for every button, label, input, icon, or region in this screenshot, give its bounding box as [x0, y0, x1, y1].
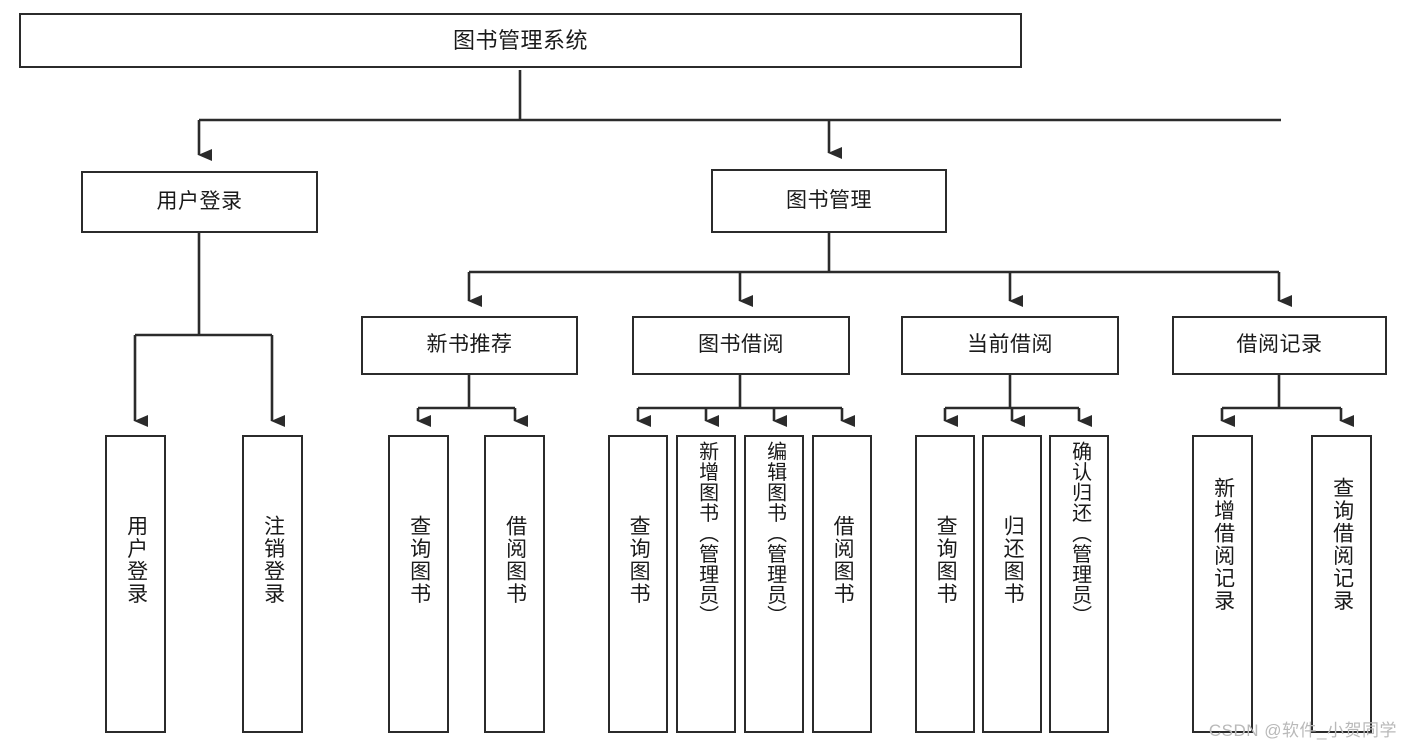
node-user-login[interactable]: 用户登录	[81, 171, 318, 233]
node-borrow-record-label: 借阅记录	[1236, 333, 1323, 357]
node-root-label: 图书管理系统	[452, 27, 588, 53]
node-leaf-recommend-borrow-book-label: 借阅图书	[503, 515, 527, 605]
node-leaf-borrow-borrow-book[interactable]: 借阅图书	[812, 435, 872, 733]
node-leaf-recommend-query-book-label: 查询图书	[407, 515, 431, 605]
node-book-borrow[interactable]: 图书借阅	[632, 316, 850, 375]
node-leaf-borrow-add-book[interactable]: 新增图书（管理员）	[676, 435, 736, 733]
node-leaf-record-search[interactable]: 查询借阅记录	[1311, 435, 1372, 733]
node-leaf-borrow-add-book-label: 新增图书（管理员）	[695, 441, 718, 626]
node-new-book-recommend-label: 新书推荐	[426, 333, 513, 357]
node-leaf-current-query-book[interactable]: 查询图书	[915, 435, 975, 733]
node-book-manage-label: 图书管理	[786, 188, 872, 212]
node-leaf-user-logout-label: 注销登录	[261, 515, 285, 605]
node-leaf-recommend-query-book[interactable]: 查询图书	[388, 435, 449, 733]
node-leaf-borrow-edit-book[interactable]: 编辑图书（管理员）	[744, 435, 804, 733]
node-leaf-user-logout[interactable]: 注销登录	[242, 435, 303, 733]
node-leaf-current-return-book-label: 归还图书	[1001, 515, 1025, 605]
node-book-borrow-label: 图书借阅	[698, 333, 784, 357]
node-leaf-user-login[interactable]: 用户登录	[105, 435, 166, 733]
node-leaf-borrow-edit-book-label: 编辑图书（管理员）	[763, 441, 786, 626]
node-new-book-recommend[interactable]: 新书推荐	[361, 316, 578, 375]
node-leaf-current-confirm-return-label: 确认归还（管理员）	[1068, 441, 1091, 626]
node-leaf-borrow-query-book-label: 查询图书	[627, 515, 651, 605]
node-leaf-current-confirm-return[interactable]: 确认归还（管理员）	[1049, 435, 1109, 733]
node-leaf-record-add-label: 新增借阅记录	[1211, 477, 1235, 612]
node-book-manage[interactable]: 图书管理	[711, 169, 947, 233]
node-leaf-record-add[interactable]: 新增借阅记录	[1192, 435, 1253, 733]
node-leaf-record-search-label: 查询借阅记录	[1330, 477, 1354, 612]
node-leaf-user-login-label: 用户登录	[124, 515, 148, 605]
node-leaf-recommend-borrow-book[interactable]: 借阅图书	[484, 435, 545, 733]
node-leaf-borrow-borrow-book-label: 借阅图书	[831, 515, 855, 605]
node-current-borrow[interactable]: 当前借阅	[901, 316, 1119, 375]
node-leaf-current-return-book[interactable]: 归还图书	[982, 435, 1042, 733]
node-root[interactable]: 图书管理系统	[19, 13, 1022, 68]
watermark-text: CSDN @软件_小贺同学	[1208, 721, 1397, 740]
node-current-borrow-label: 当前借阅	[967, 333, 1053, 357]
node-borrow-record[interactable]: 借阅记录	[1172, 316, 1387, 375]
node-user-login-label: 用户登录	[156, 189, 243, 213]
node-leaf-borrow-query-book[interactable]: 查询图书	[608, 435, 668, 733]
node-leaf-current-query-book-label: 查询图书	[934, 515, 958, 605]
